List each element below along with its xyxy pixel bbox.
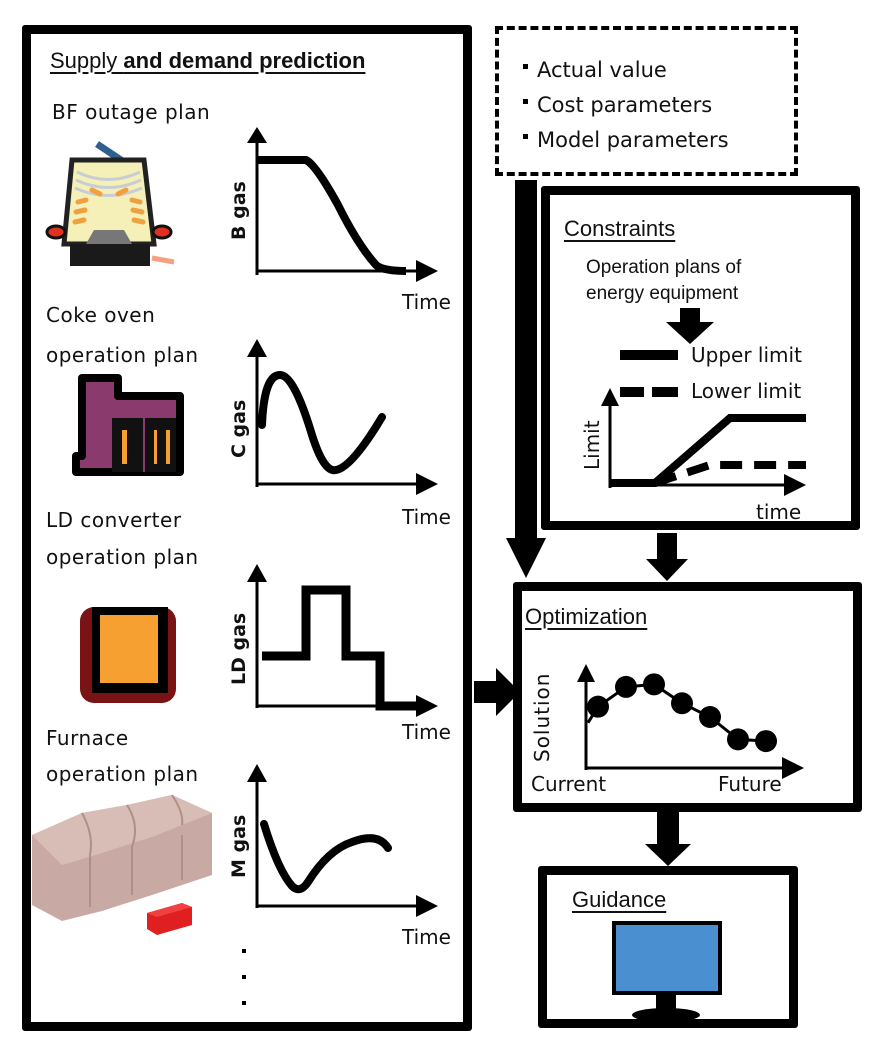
title-part-bold: and demand prediction (123, 48, 366, 73)
solution-point-6 (755, 730, 777, 753)
supply-demand-title: Supply and demand prediction (50, 48, 365, 74)
bf-gas-chart (247, 127, 438, 282)
solution-point-0 (587, 695, 609, 718)
m-x-axis-label: Time (402, 925, 451, 949)
legend-lower-limit-swatch (620, 387, 678, 397)
legend-upper-limit-label: Upper limit (691, 343, 802, 367)
constraints-to-optimization-arrow (646, 533, 688, 581)
solution-point-4 (699, 706, 721, 728)
ld-converter-icon (80, 607, 176, 703)
y-axis-arrow (577, 664, 595, 682)
coke-x-axis-label: Time (402, 505, 451, 529)
legend-lower-limit-label: Lower limit (691, 379, 802, 403)
more-items-ellipsis (240, 945, 250, 1010)
optimization-title: Optimization (525, 604, 648, 629)
input-item: Cost parameters (523, 88, 729, 123)
ld-x-axis-label: Time (402, 720, 451, 744)
coke-oven-icon (72, 374, 184, 476)
inputs-to-optimization-arrow (506, 180, 546, 578)
solution-point-1 (615, 675, 637, 698)
m-y-axis-label: M gas (228, 814, 250, 878)
limit-y-axis-label: Limit (580, 420, 604, 470)
bf-x-axis-label: Time (402, 290, 451, 314)
reheating-furnace-icon (32, 794, 212, 935)
x-axis-arrow (416, 260, 438, 282)
monitor-icon (612, 921, 722, 1022)
optimization-solution-chart (577, 664, 804, 779)
guidance-title: Guidance (572, 887, 667, 912)
ld-gas-curve (262, 585, 418, 711)
coke-plan-label-1: Coke oven (46, 303, 156, 327)
coke-gas-curve (258, 370, 386, 475)
bf-gas-curve (258, 156, 407, 275)
bf-plan-label: BF outage plan (52, 100, 211, 124)
m-gas-chart (247, 764, 438, 917)
m-gas-curve (260, 820, 392, 894)
constraints-title: Constraints (564, 216, 676, 241)
coke-y-axis-label: C gas (228, 399, 250, 458)
ld-gas-chart (247, 564, 438, 717)
constraints-subtitle-2: energy equipment (586, 283, 739, 304)
y-axis-arrow (247, 127, 267, 143)
constraints-subtitle-1: Operation plans of (586, 257, 742, 278)
prediction-to-optimization-arrow (474, 668, 520, 716)
x-axis-arrow (782, 757, 804, 779)
solution-y-axis-label: Solution (530, 672, 554, 762)
ld-plan-label-2: operation plan (46, 545, 199, 569)
monitor-screen (612, 921, 722, 995)
furnace-plan-label-1: Furnace (46, 726, 129, 750)
solution-point-2 (643, 673, 665, 696)
input-item: Actual value (523, 53, 729, 88)
inputs-list: Actual value Cost parameters Model param… (523, 53, 729, 158)
constraints-panel (541, 186, 860, 530)
constraints-limit-chart (601, 388, 806, 496)
legend-upper-limit-swatch (620, 350, 678, 360)
ld-y-axis-label: LD gas (228, 612, 250, 685)
bf-y-axis-label: B gas (228, 181, 250, 240)
lower-limit-line (653, 461, 806, 487)
limit-x-axis-label: time (756, 500, 802, 524)
x-axis-start-label: Current (531, 772, 607, 796)
title-part-regular: Supply (50, 48, 124, 73)
optimization-to-guidance-arrow (645, 812, 691, 866)
input-item: Model parameters (523, 123, 729, 158)
solution-point-3 (671, 692, 693, 715)
solution-point-5 (727, 728, 749, 751)
ld-plan-label-1: LD converter (46, 508, 182, 532)
furnace-plan-label-2: operation plan (46, 762, 199, 786)
constraints-down-arrow-icon (666, 308, 714, 344)
blast-furnace-icon (45, 141, 175, 266)
coke-plan-label-2: operation plan (46, 343, 199, 367)
upper-limit-line (610, 414, 806, 487)
coke-gas-chart (247, 339, 438, 495)
x-axis-end-label: Future (718, 772, 782, 796)
inputs-panel (495, 26, 798, 176)
